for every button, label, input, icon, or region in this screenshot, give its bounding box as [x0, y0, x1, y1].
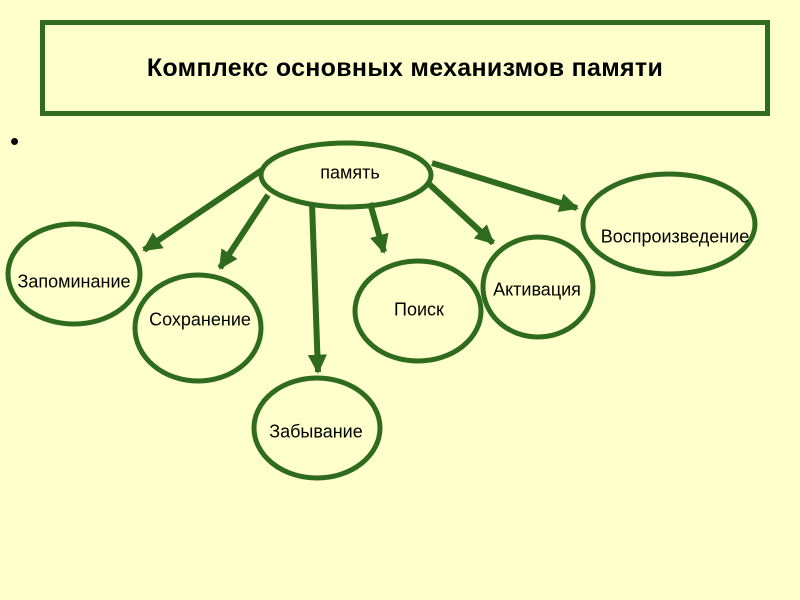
node-search-ellipse — [352, 258, 484, 364]
node-preservation-ellipse — [132, 272, 264, 384]
arrow-to-preservation — [217, 193, 271, 270]
bullet-point: • — [10, 126, 20, 156]
arrow-to-forgetting — [307, 202, 327, 374]
node-center-label: память — [320, 162, 380, 183]
node-memorization-label: Запоминание — [17, 271, 131, 292]
node-activation-ellipse — [480, 234, 596, 340]
title-box: Комплекс основных механизмов памяти — [40, 20, 770, 116]
node-center-ellipse — [258, 140, 434, 210]
node-search-label: Поиск — [394, 299, 444, 320]
arrow-to-reproduction — [431, 160, 579, 213]
node-reproduction-label: Воспроизведение — [600, 226, 750, 247]
node-forgetting-label: Забывание — [269, 421, 363, 442]
arrow-to-activation — [425, 180, 496, 246]
node-preservation-label: Сохранение — [149, 309, 251, 330]
node-reproduction-ellipse — [580, 171, 758, 277]
arrow-to-memorization — [142, 167, 264, 253]
arrow-to-search — [367, 202, 389, 254]
slide-title: Комплекс основных механизмов памяти — [146, 53, 664, 82]
node-memorization-ellipse — [5, 221, 143, 327]
node-forgetting-ellipse — [251, 375, 383, 481]
node-activation-label: Активация — [493, 279, 581, 300]
